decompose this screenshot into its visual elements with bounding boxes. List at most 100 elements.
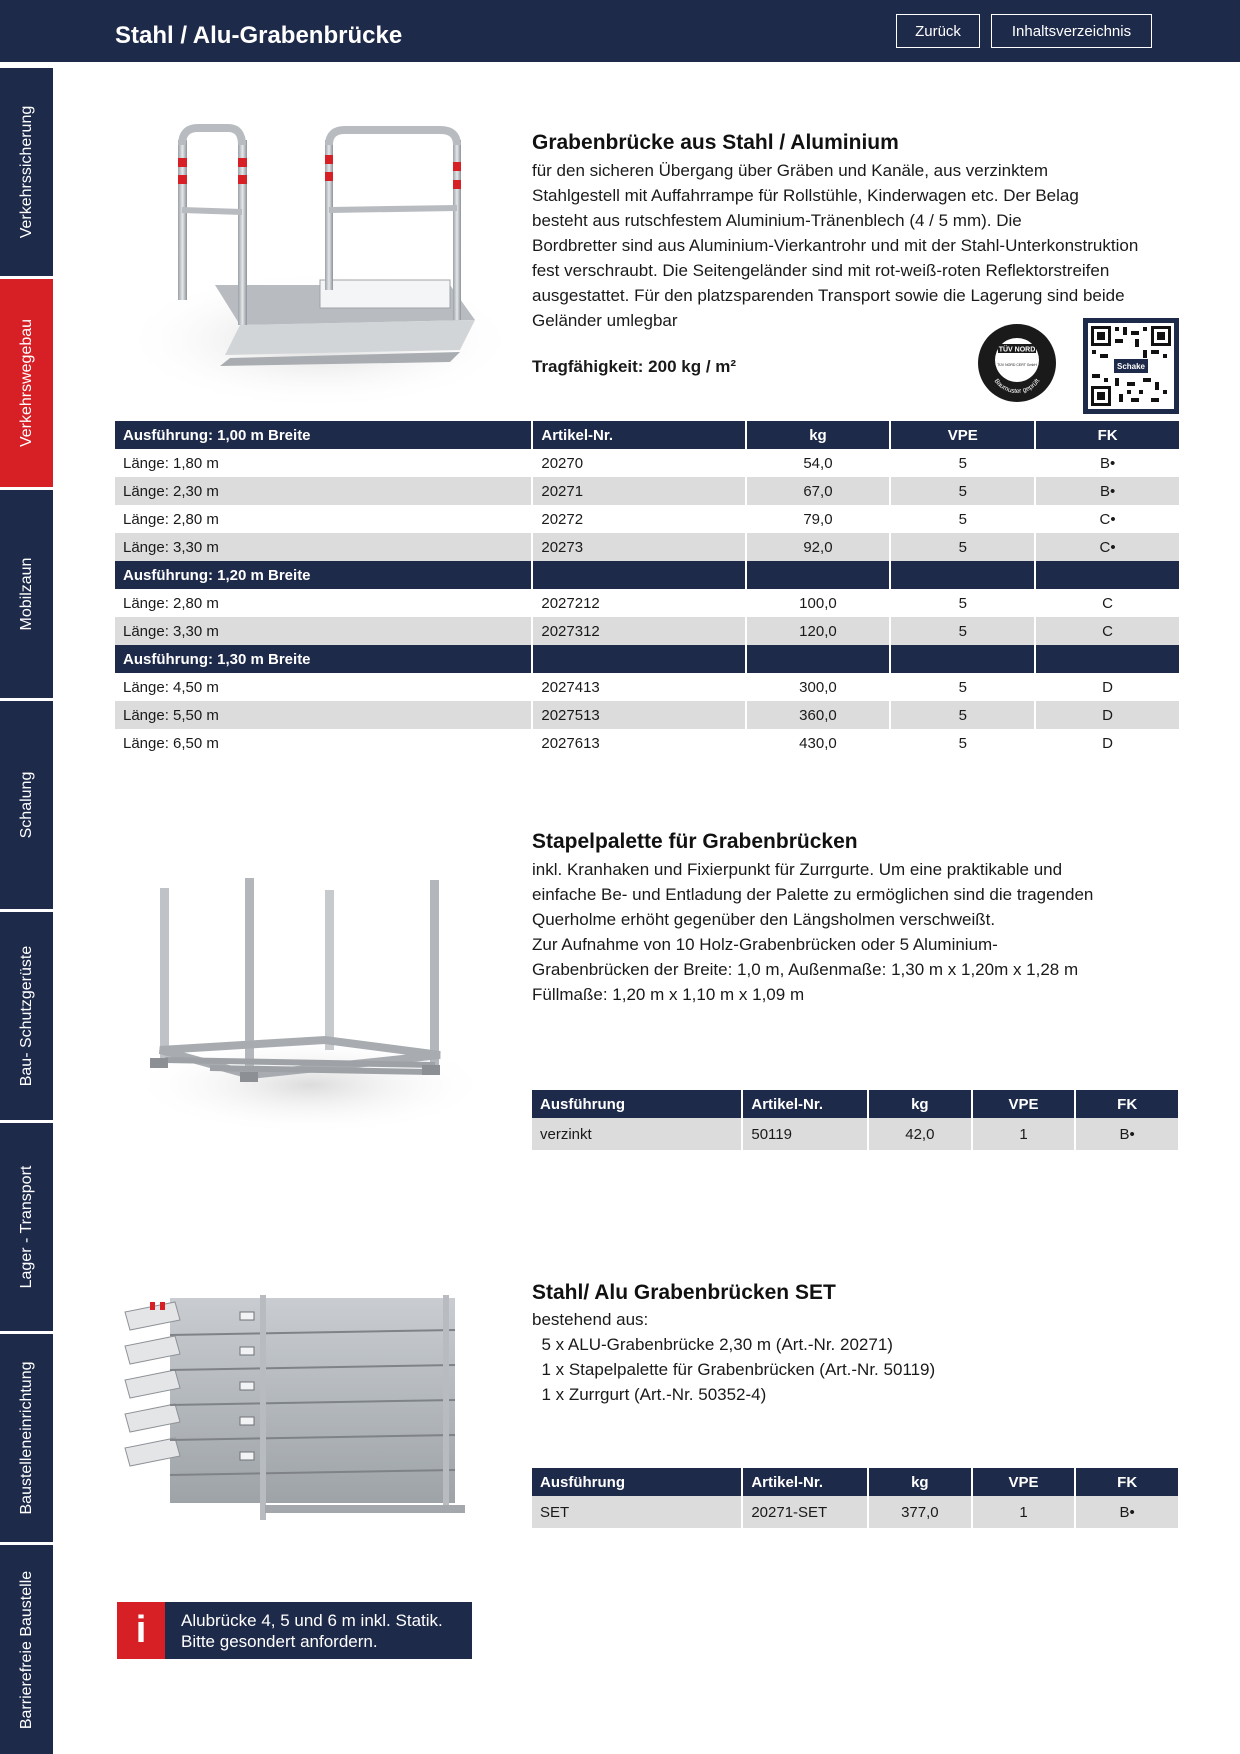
info-text: Alubrücke 4, 5 und 6 m inkl. Statik. Bit… bbox=[181, 1610, 443, 1652]
toc-button[interactable]: Inhaltsverzeichnis bbox=[991, 14, 1152, 48]
table-cell: 1 bbox=[972, 1118, 1075, 1150]
table-cell: 5 bbox=[891, 701, 1035, 729]
table-cell: 79,0 bbox=[803, 510, 833, 528]
sidebar-item-baustelleneinrichtung[interactable]: Baustelleneinrichtung bbox=[0, 1334, 53, 1542]
product-table-bridges: Ausführung: 1,00 m Breite Artikel-Nr. kg… bbox=[113, 421, 1181, 757]
table-cell: SET bbox=[532, 1496, 742, 1528]
description-line: Geländer umlegbar bbox=[532, 311, 678, 330]
tuev-seal-icon: TÜV NORD TÜV NORD CERT GmbH Baumuster ge… bbox=[978, 324, 1056, 402]
sidebar-item-verkehrssicherung[interactable]: Verkehrssicherung bbox=[0, 68, 53, 276]
description-line: Stahlgestell mit Auffahrrampe für Rollst… bbox=[532, 186, 1079, 205]
table-cell: D bbox=[1036, 701, 1179, 729]
sidebar-item-schalung[interactable]: Schalung bbox=[0, 701, 53, 909]
sidebar-item-label: Bau- Schutzgerüste bbox=[17, 945, 35, 1087]
table-cell: 5 bbox=[958, 454, 967, 472]
sidebar-item-verkehrswegebau[interactable]: Verkehrswegebau bbox=[0, 279, 53, 487]
table-cell: Länge: 2,80 m bbox=[123, 594, 219, 612]
description-line: 1 x Stapelpalette für Grabenbrücken (Art… bbox=[532, 1360, 936, 1379]
sidebar-item-mobilzaun[interactable]: Mobilzaun bbox=[0, 490, 53, 698]
qr-code-icon: Schake bbox=[1088, 323, 1174, 409]
table-cell: Länge: 1,80 m bbox=[123, 454, 219, 472]
sidebar-item-label: Baustelleneinrichtung bbox=[17, 1361, 35, 1515]
trench-bridge-image bbox=[120, 124, 520, 410]
sidebar-item-bau-schutzgerueste[interactable]: Bau- Schutzgerüste bbox=[0, 912, 53, 1120]
description-line: für den sicheren Übergang über Gräben un… bbox=[532, 161, 1048, 180]
info-line: Bitte gesondert anfordern. bbox=[181, 1632, 378, 1651]
back-button[interactable]: Zurück bbox=[896, 14, 980, 48]
table-cell: 20272 bbox=[541, 510, 584, 528]
table-cell bbox=[533, 561, 745, 589]
table-header-row: Ausführung Artikel-Nr. kg VPE FK bbox=[532, 1468, 1178, 1496]
table-cell: Länge: 2,80 m bbox=[123, 510, 219, 528]
description-line: einfache Be- und Entladung der Palette z… bbox=[532, 885, 1094, 904]
page-title: Stahl / Alu-Grabenbrücke bbox=[115, 22, 403, 49]
qr-code[interactable]: Schake bbox=[1083, 318, 1179, 414]
table-cell: 5 bbox=[958, 594, 967, 612]
column-header: VPE bbox=[891, 421, 1035, 449]
product-title: Stapelpalette für Grabenbrücken bbox=[532, 830, 858, 853]
table-cell: D bbox=[1102, 734, 1113, 752]
column-header: Ausführung bbox=[532, 1090, 742, 1118]
table-cell: 92,0 bbox=[746, 533, 890, 561]
description-line: Grabenbrücken der Breite: 1,0 m, Außenma… bbox=[532, 960, 1079, 979]
bridge-set-image bbox=[124, 1295, 465, 1520]
seal-top-text: TÜV NORD bbox=[999, 345, 1036, 354]
table-cell: 2027212 bbox=[541, 594, 600, 612]
description-line: 1 x Zurrgurt (Art.-Nr. 50352-4) bbox=[532, 1385, 767, 1404]
description-line: 5 x ALU-Grabenbrücke 2,30 m (Art.-Nr. 20… bbox=[532, 1335, 893, 1354]
table-cell: 2027413 bbox=[541, 678, 600, 696]
table-cell: Länge: 2,30 m bbox=[115, 477, 532, 505]
table-cell: verzinkt bbox=[532, 1118, 742, 1150]
column-header: Ausführung bbox=[532, 1468, 742, 1496]
column-header: FK bbox=[1036, 421, 1179, 449]
description-line: fest verschraubt. Die Seitengeländer sin… bbox=[532, 261, 1110, 280]
table-cell: B• bbox=[1076, 1118, 1178, 1150]
load-capacity: Tragfähigkeit: 200 kg / m² bbox=[532, 357, 737, 376]
table-header-row: Ausführung: 1,00 m Breite Artikel-Nr. kg… bbox=[115, 421, 1179, 449]
info-box: i Alubrücke 4, 5 und 6 m inkl. Statik. B… bbox=[117, 1602, 472, 1659]
column-header: Ausführung: 1,00 m Breite bbox=[115, 421, 532, 449]
column-header: kg bbox=[869, 1090, 971, 1118]
table-cell: 1 bbox=[972, 1496, 1075, 1528]
qr-brand-label: Schake bbox=[1117, 362, 1146, 371]
product-title: Stahl/ Alu Grabenbrücken SET bbox=[532, 1281, 836, 1304]
sidebar-item-label: Verkehrswegebau bbox=[17, 318, 35, 448]
info-icon: i bbox=[117, 1602, 165, 1659]
description-line: Querholme erhöht gegenüber den Längsholm… bbox=[532, 910, 996, 929]
sidebar-item-label: Mobilzaun bbox=[17, 557, 35, 631]
table-cell: 5 bbox=[891, 617, 1035, 645]
sidebar-item-lager-transport[interactable]: Lager - Transport bbox=[0, 1123, 53, 1331]
table-cell: 5 bbox=[958, 510, 967, 528]
column-header: kg bbox=[869, 1468, 971, 1496]
sidebar-item-label: Verkehrssicherung bbox=[17, 105, 35, 239]
table-cell: 430,0 bbox=[799, 734, 837, 752]
table-cell: B• bbox=[1099, 454, 1116, 472]
table-cell: Länge: 3,30 m bbox=[115, 617, 532, 645]
table-cell: C bbox=[1102, 594, 1113, 612]
seal-small-text: TÜV NORD CERT GmbH bbox=[997, 363, 1037, 367]
column-header: kg bbox=[746, 421, 890, 449]
table-cell: B• bbox=[1036, 477, 1179, 505]
column-header: Artikel-Nr. bbox=[743, 1468, 867, 1496]
product-description: bestehend aus: 5 x ALU-Grabenbrücke 2,30… bbox=[532, 1307, 935, 1407]
table-cell: B• bbox=[1076, 1496, 1178, 1528]
table-section-label: Ausführung: 1,30 m Breite bbox=[115, 645, 532, 673]
table-cell: 5 bbox=[891, 477, 1035, 505]
stacking-pallet-image bbox=[130, 878, 490, 1135]
table-cell: 360,0 bbox=[746, 701, 890, 729]
table-cell: 42,0 bbox=[869, 1118, 971, 1150]
sidebar-item-barrierefreie-baustelle[interactable]: Barrierefreie Baustelle bbox=[0, 1545, 53, 1754]
table-cell: 2027613 bbox=[541, 734, 600, 752]
table-cell: 67,0 bbox=[746, 477, 890, 505]
sidebar-item-label: Barrierefreie Baustelle bbox=[17, 1570, 35, 1729]
table-cell: 5 bbox=[891, 533, 1035, 561]
table-cell bbox=[1036, 645, 1179, 673]
column-header: Artikel-Nr. bbox=[743, 1090, 868, 1118]
table-cell: 20271 bbox=[533, 477, 745, 505]
